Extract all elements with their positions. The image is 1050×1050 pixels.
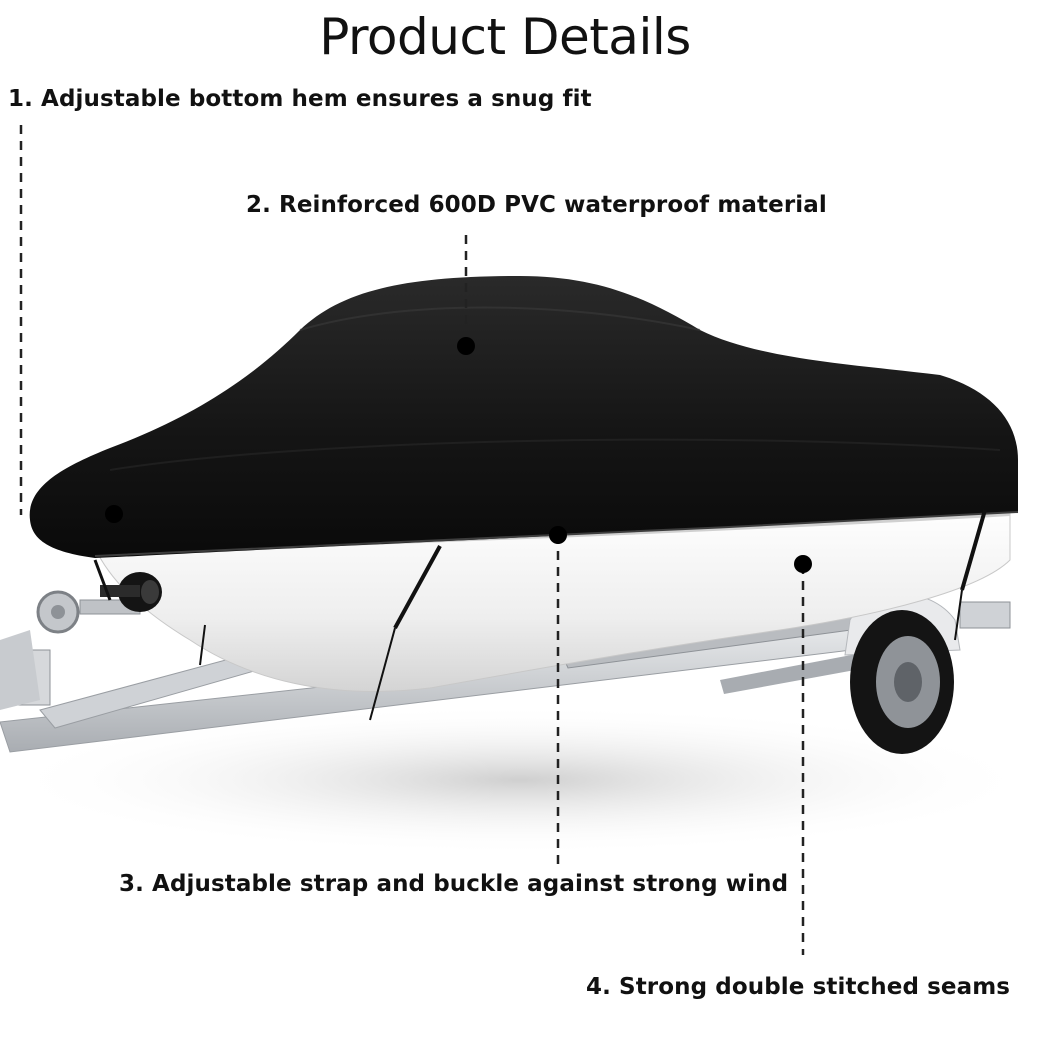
- ground-shadow: [0, 705, 1040, 855]
- callout-marker-1: [105, 505, 123, 523]
- feature-label-1: 1. Adjustable bottom hem ensures a snug …: [8, 86, 592, 112]
- trailer-wheel: [844, 593, 1011, 754]
- callout-marker-4: [794, 555, 812, 573]
- callout-marker-2: [457, 337, 475, 355]
- tie-down-straps: [93, 509, 987, 721]
- feature-label-4: 4. Strong double stitched seams: [586, 974, 1011, 1000]
- bow-eye: [100, 572, 162, 612]
- page-title: Product Details: [319, 8, 691, 66]
- feature-label-3: 3. Adjustable strap and buckle against s…: [119, 871, 789, 897]
- boat-cover: [29, 276, 1019, 558]
- feature-label-2: 2. Reinforced 600D PVC waterproof materi…: [246, 192, 827, 218]
- callout-leader-lines: [19, 125, 805, 955]
- callout-marker-3: [549, 526, 567, 544]
